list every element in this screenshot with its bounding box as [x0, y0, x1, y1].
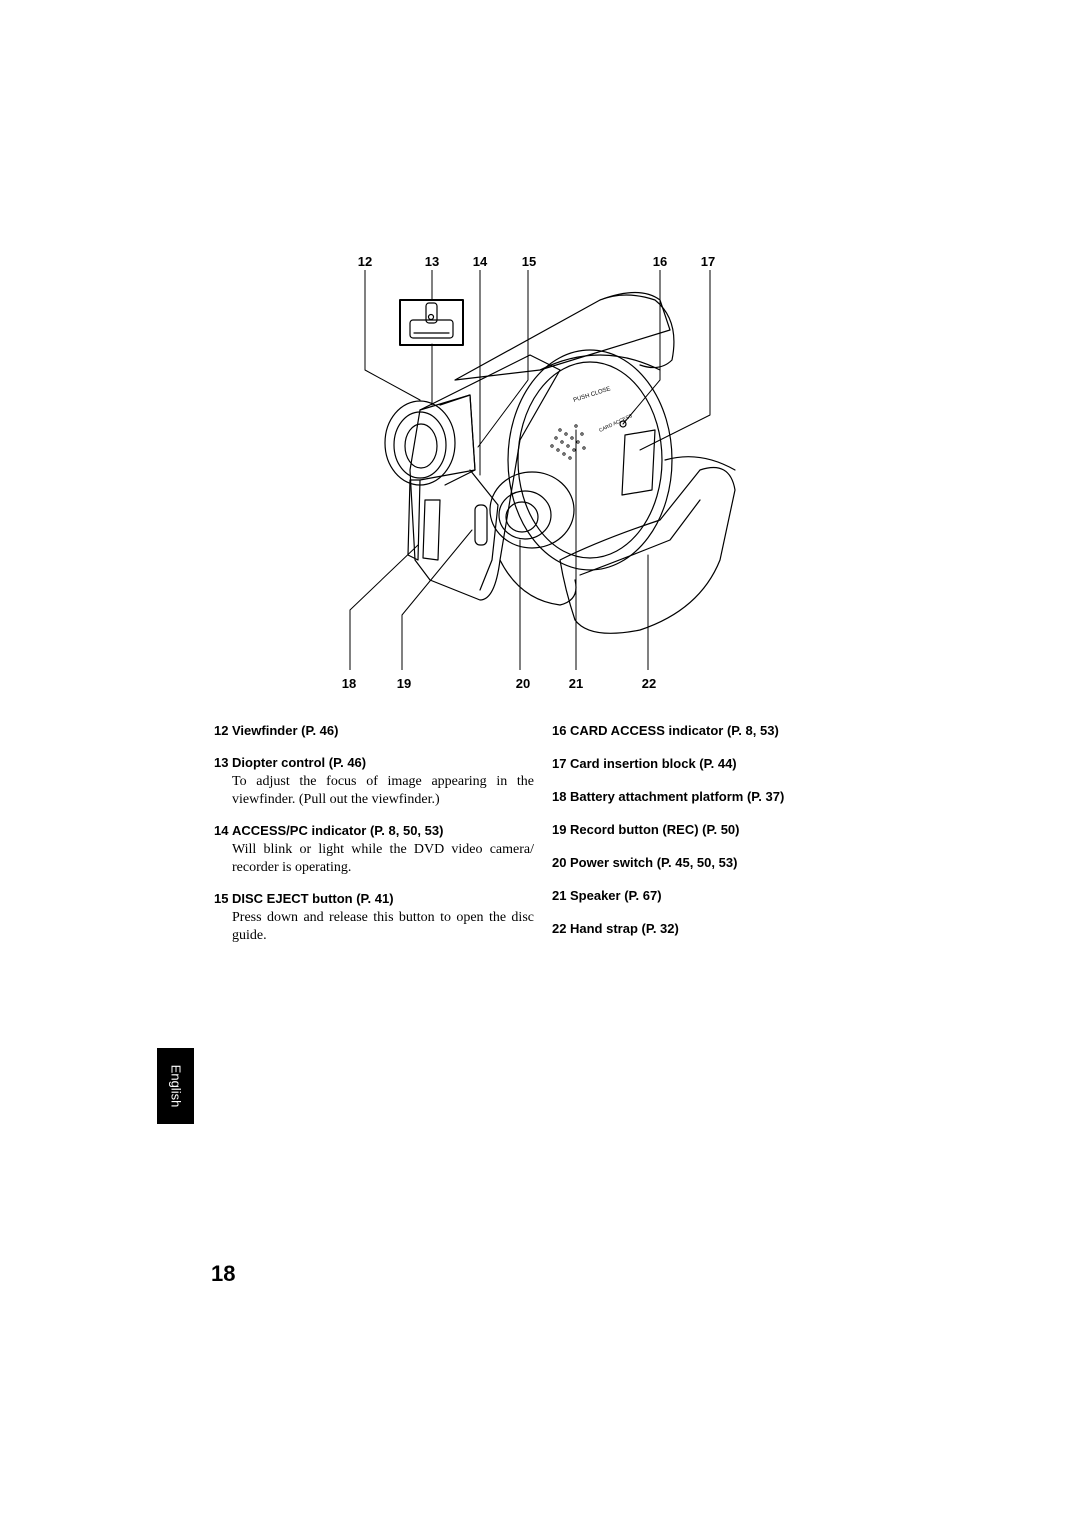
push-close-label: PUSH CLOSE: [573, 386, 612, 404]
camera-body: [384, 291, 736, 634]
item-title: DISC EJECT button (P. 41): [232, 891, 394, 906]
item-number: 13: [214, 755, 229, 770]
item-number: 22: [552, 921, 567, 936]
callout-number: 21: [568, 676, 584, 691]
callout-number: 15: [521, 254, 537, 269]
callout-number: 20: [515, 676, 531, 691]
item-title: Diopter control (P. 46): [232, 755, 367, 770]
item-title: Hand strap (P. 32): [570, 921, 679, 936]
callout-number: 12: [357, 254, 373, 269]
item-number: 12: [214, 723, 229, 738]
item-title: Viewfinder (P. 46): [232, 723, 339, 738]
item-title: Record button (REC) (P. 50): [570, 822, 740, 837]
item-title: ACCESS/PC indicator (P. 8, 50, 53): [232, 823, 444, 838]
item-number: 16: [552, 723, 567, 738]
item-title: Battery attachment platform (P. 37): [570, 789, 785, 804]
card-access-label: CARD ACCESS: [598, 413, 634, 434]
item-title: Card insertion block (P. 44): [570, 756, 737, 771]
language-tab: English: [157, 1048, 194, 1124]
item-description: Will blink or light while the DVD video …: [232, 842, 534, 875]
item-number: 20: [552, 855, 567, 870]
callout-number: 22: [641, 676, 657, 691]
item-title: Speaker (P. 67): [570, 888, 662, 903]
leader-lines: [349, 270, 711, 670]
item-number: 17: [552, 756, 567, 771]
item-number: 14: [214, 823, 229, 838]
item-number: 19: [552, 822, 567, 837]
item-description: Press down and release this button to op…: [232, 910, 534, 943]
page-number: 18: [211, 1261, 236, 1286]
callout-number: 16: [652, 254, 668, 269]
camcorder-illustration: PUSH CLOSE CARD ACCESS: [349, 270, 736, 670]
item-title: CARD ACCESS indicator (P. 8, 53): [570, 723, 779, 738]
item-title: Power switch (P. 45, 50, 53): [570, 855, 738, 870]
callout-number: 17: [700, 254, 716, 269]
item-number: 21: [552, 888, 567, 903]
language-tab-label: English: [168, 1064, 183, 1108]
item-description: To adjust the focus of image appearing i…: [232, 774, 534, 807]
callout-number: 14: [472, 254, 488, 269]
item-number: 18: [552, 789, 567, 804]
item-number: 15: [214, 891, 229, 906]
diopter-inset: [399, 299, 464, 346]
callout-number: 18: [341, 676, 357, 691]
callout-number: 13: [424, 254, 440, 269]
callout-number: 19: [396, 676, 412, 691]
